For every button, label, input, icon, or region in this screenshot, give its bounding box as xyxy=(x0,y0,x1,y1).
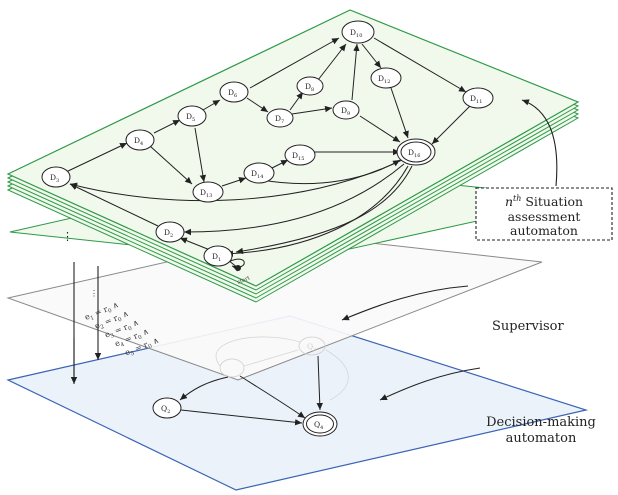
edge-d3-d4 xyxy=(65,142,128,173)
node-d9: D9 xyxy=(332,100,360,120)
supervisor-label: Supervisor xyxy=(492,319,565,334)
supervisor-pointer-arrow xyxy=(341,285,469,321)
edge-d9-d10 xyxy=(351,43,360,101)
svg-text:D14: D14 xyxy=(251,169,263,180)
edge-d11-d16 xyxy=(431,105,471,145)
edge-d9-d16 xyxy=(359,115,401,143)
edge-faint-to-q4 xyxy=(239,375,306,419)
svg-text:D8: D8 xyxy=(305,82,314,93)
svg-text:D1: D1 xyxy=(212,252,221,263)
node-d4: D4 xyxy=(125,129,155,151)
edge-d16-d2-arc xyxy=(183,163,405,236)
svg-text:D4: D4 xyxy=(134,136,143,147)
node-q2 xyxy=(152,397,182,419)
node-d7: D7 xyxy=(266,108,294,128)
edge-d4-d5 xyxy=(153,119,181,134)
node-d8: D8 xyxy=(296,76,324,96)
node-d5: D5 xyxy=(177,105,207,127)
decision-pointer-arrow xyxy=(379,367,481,401)
decision-label-line2: automaton xyxy=(506,431,577,446)
svg-text:D13: D13 xyxy=(200,188,212,199)
edge-d5-d13 xyxy=(194,127,207,183)
node-d2: D2 xyxy=(155,221,185,243)
node-d11: D11 xyxy=(462,87,494,109)
edge-d1-d2 xyxy=(179,237,211,251)
decision-label-line1: Decision-making xyxy=(486,415,596,430)
supervisor-faint-edge-1 xyxy=(215,336,301,367)
edge-d10-d12 xyxy=(361,43,382,69)
situation-label-line1: nth Situation xyxy=(505,194,583,209)
edge-d8-d10 xyxy=(317,43,347,81)
situation-label-line2: assessment xyxy=(508,209,581,224)
node-d1: D1 xyxy=(203,245,233,267)
edge-d14-d16-arc xyxy=(261,159,401,185)
supervisor-label-group: Supervisor xyxy=(341,285,565,334)
node-d14: D14 xyxy=(243,162,275,184)
svg-text:D10: D10 xyxy=(350,28,362,39)
node-d16: D16 xyxy=(396,138,436,166)
inter-layer-arrows xyxy=(70,262,102,384)
edge-d10-d11 xyxy=(373,37,467,93)
edge-d13-d14 xyxy=(221,177,247,187)
edge-d5-d6 xyxy=(202,99,221,111)
supervisor-layer: Q3 e1 = r0 ∧ e2 = r0 ∧ e3 = r0 ∧ e4 = r0… xyxy=(6,233,543,401)
edge-d6-d7 xyxy=(246,97,269,113)
supervisor-faint-edge-3 xyxy=(325,349,349,401)
edge-d2-d3 xyxy=(69,183,159,227)
edge-faint-to-q2 xyxy=(179,376,229,401)
node-q4-label: Q4 xyxy=(314,420,323,431)
edge-d7-d9 xyxy=(291,105,333,115)
situation-dots: ⋮ xyxy=(62,230,73,243)
svg-text:D5: D5 xyxy=(186,112,195,123)
svg-text:D11: D11 xyxy=(470,94,482,105)
node-d15: D15 xyxy=(284,144,316,166)
svg-text:D15: D15 xyxy=(292,151,304,162)
node-q2-label: Q2 xyxy=(161,404,170,415)
supervisor-dots: ⋮ xyxy=(90,289,98,298)
edge-d16-d1-arc-2 xyxy=(235,165,413,255)
node-d12: D12 xyxy=(370,67,402,89)
decision-label-group: Decision-making automaton xyxy=(379,367,596,446)
situation-label-group: nth Situation assessment automaton xyxy=(475,99,613,241)
node-q4-outer xyxy=(302,411,338,437)
edge-q2-q4 xyxy=(180,409,303,426)
supervisor-faint-edge-2 xyxy=(243,349,299,367)
edge-q3-to-q4 xyxy=(316,355,323,411)
node-d3: D3 xyxy=(41,166,71,188)
supervisor-faint-node-q3-label: Q3 xyxy=(307,342,316,353)
svg-text:D9: D9 xyxy=(341,106,350,117)
edge-d12-d16 xyxy=(390,87,409,139)
svg-text:D2: D2 xyxy=(164,228,173,239)
edge-d4-d13 xyxy=(149,145,193,185)
edge-d7-d8 xyxy=(289,91,304,111)
situation-label-line3: automaton xyxy=(510,223,578,238)
situation-graph-edges xyxy=(65,37,471,272)
node-q4 xyxy=(306,414,334,434)
node-d6: D6 xyxy=(219,81,249,103)
svg-text:D6: D6 xyxy=(228,88,237,99)
situation-label-box xyxy=(475,187,613,241)
supervisor-faint-node-left xyxy=(219,358,245,378)
svg-text:D3: D3 xyxy=(50,173,59,184)
start-label: start xyxy=(237,275,252,286)
decision-graph: Q2 Q4 xyxy=(152,355,338,437)
supervisor-faint-node-q3 xyxy=(298,336,326,356)
node-d13: D13 xyxy=(192,181,224,203)
edge-d6-d10 xyxy=(249,37,340,89)
situation-graph-nodes: D10 D5 D6 D4 D8 D12 D7 D9 xyxy=(41,20,494,267)
node-d10: D10 xyxy=(341,20,375,44)
edge-d16-d1-arc-1 xyxy=(225,165,409,257)
situation-pointer-arrow xyxy=(521,99,558,187)
edge-d14-d15 xyxy=(271,159,289,169)
svg-text:D12: D12 xyxy=(378,74,390,85)
svg-text:D16: D16 xyxy=(408,148,420,159)
svg-text:D7: D7 xyxy=(275,114,284,125)
